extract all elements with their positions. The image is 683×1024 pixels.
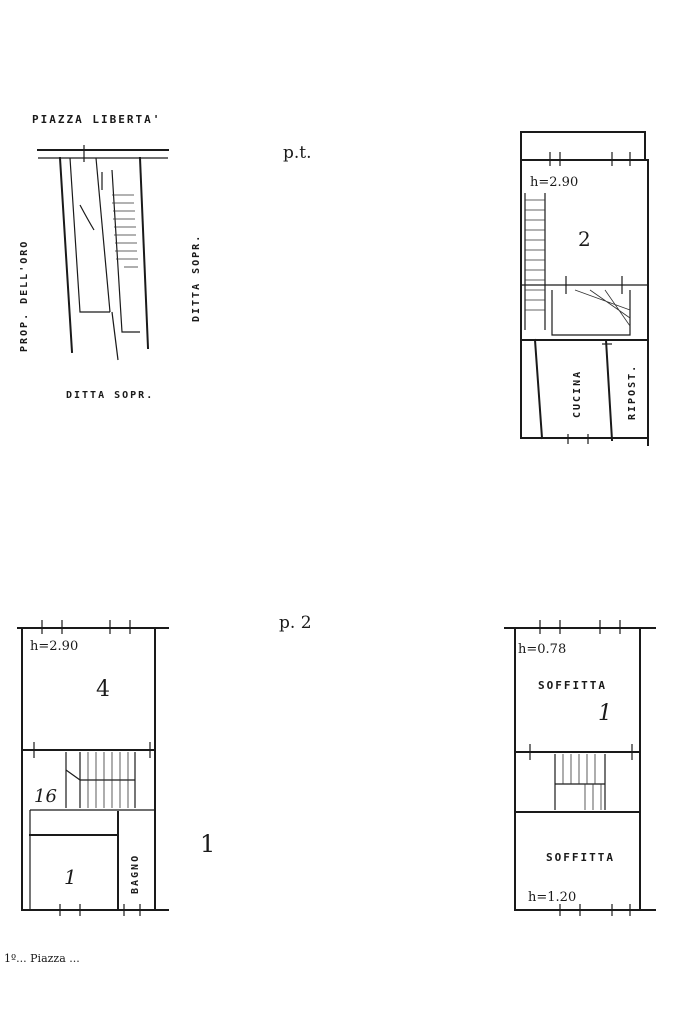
second-floor-plan: h=2.90 4 16 BAGNO 1 1 (17, 620, 215, 916)
attic-plan: h=0.78 SOFFITTA 1 SOFFITTA h=1.20 (504, 620, 656, 916)
site-north-label: PIAZZA LIBERTA' (32, 113, 161, 126)
ground-floor-storage-label: RIPOST. (627, 364, 638, 420)
ground-floor-height: h=2.90 (530, 175, 578, 190)
site-west-label: PROP. DELL'ORO (19, 240, 30, 352)
second-floor-room-number-2: 1 (64, 865, 77, 889)
attic-height-bottom: h=1.20 (528, 890, 576, 905)
second-floor-height: h=2.90 (30, 639, 78, 654)
attic-room-number: 1 (598, 701, 612, 726)
site-south-label: DITTA SOPR. (66, 390, 154, 401)
ground-floor-room-number: 2 (578, 227, 591, 251)
second-floor-side-mark: 1 (200, 830, 215, 858)
second-floor-bathroom-label: BAGNO (130, 854, 141, 894)
site-plan: PIAZZA LIBERTA' PROP. DELL'ORO DITTA SOP… (19, 113, 202, 401)
second-floor-room-number: 4 (96, 677, 110, 702)
attic-room-top-label: SOFFITTA (538, 679, 607, 692)
second-floor-label: p. 2 (279, 613, 312, 633)
ground-floor-label: p.t. (283, 143, 312, 163)
footer-note: 1º... Piazza ... (4, 952, 80, 965)
second-floor-stair-number: 16 (34, 786, 57, 807)
attic-room-bottom-label: SOFFITTA (546, 851, 615, 864)
ground-floor-plan: h=2.90 2 CUCINA RIPOST. (520, 131, 649, 446)
attic-height-top: h=0.78 (518, 642, 566, 657)
ground-floor-kitchen-label: CUCINA (572, 370, 583, 418)
site-east-label: DITTA SOPR. (191, 234, 202, 322)
